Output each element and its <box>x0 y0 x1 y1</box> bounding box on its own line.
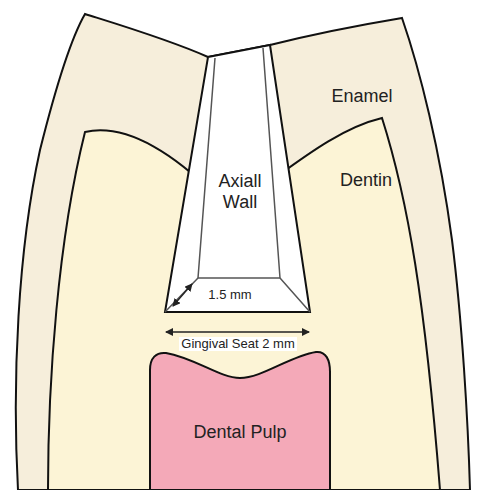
gingival-seat-dimension: Gingival Seat 2 mm <box>179 337 296 352</box>
dental-pulp-shape <box>150 352 330 490</box>
depth-dimension-arrow <box>173 284 192 306</box>
enamel-region <box>16 14 470 490</box>
axial-wall-label: Axiall Wall <box>210 171 270 212</box>
dentin-label: Dentin <box>316 170 416 191</box>
axial-wall-lines <box>198 48 280 278</box>
dental-pulp-label: Dental Pulp <box>190 422 290 443</box>
width-dimension-arrow <box>166 331 309 332</box>
bevel-lines <box>165 278 310 312</box>
cavity-preparation <box>165 45 310 312</box>
depth-dimension: 1.5 mm <box>195 288 265 303</box>
enamel-label: Enamel <box>312 86 412 107</box>
